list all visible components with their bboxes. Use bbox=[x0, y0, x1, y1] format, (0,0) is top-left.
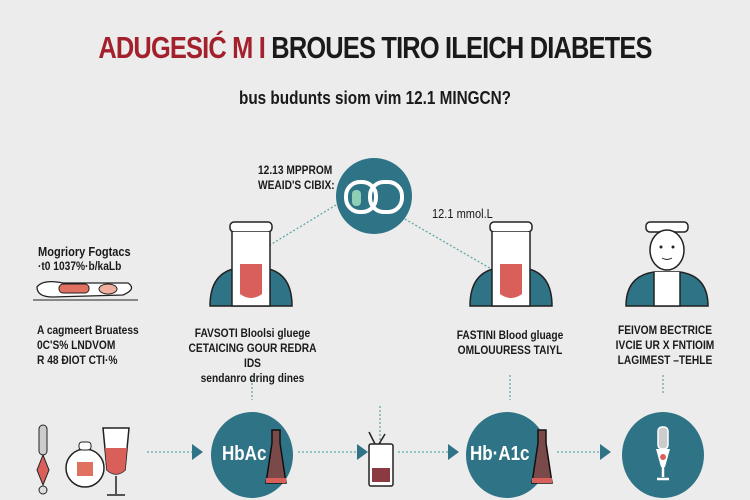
person-icon bbox=[625, 221, 709, 307]
person-drinking-icon bbox=[209, 221, 293, 307]
arrowheads bbox=[192, 444, 611, 460]
title-black-part: BROUES TIRO ILEICH DIABETES bbox=[271, 30, 652, 65]
drinks-icon-group bbox=[36, 424, 130, 496]
pills-tray-icon bbox=[33, 281, 138, 301]
left-label: Mogriory Fogtacs·t0 1037%·b/kaLb bbox=[38, 244, 131, 273]
glass-with-straw-icon bbox=[368, 431, 394, 487]
hba1c-label-2: Hb·A1c bbox=[470, 443, 530, 465]
flask-icon bbox=[531, 429, 553, 484]
test-tube-icon bbox=[656, 426, 670, 481]
hba1c-label-1: HbAc bbox=[222, 443, 267, 465]
glucose-reading: 12.1 mmol.L bbox=[432, 206, 493, 221]
infographic-title: ADUGESIĆ M I BROUES TIRO ILEICH DIABETES bbox=[68, 30, 683, 66]
flask-icon bbox=[265, 429, 287, 484]
title-red-part: ADUGESIĆ M I bbox=[98, 30, 266, 65]
subtitle: bus budunts siom vim 12.1 MINGCN? bbox=[238, 88, 512, 108]
pill-capsule-icon bbox=[344, 180, 404, 214]
person-drinking-icon bbox=[469, 221, 553, 307]
